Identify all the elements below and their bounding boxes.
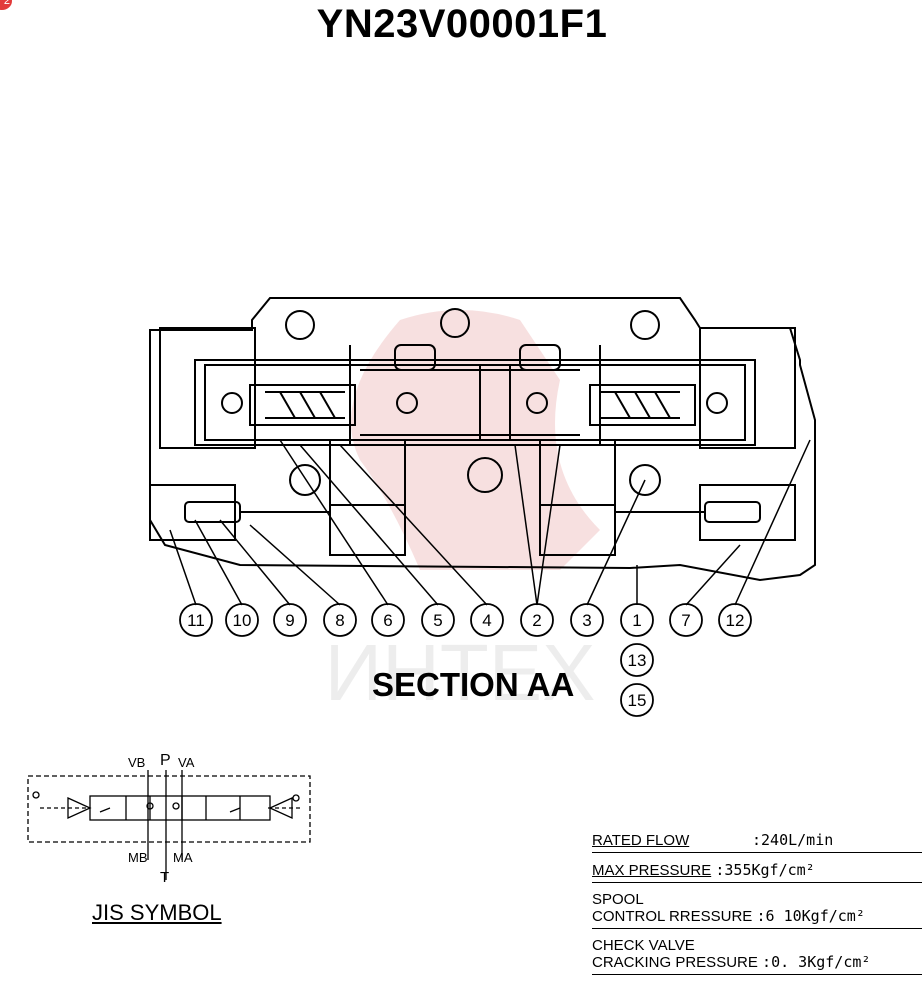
callout-3: 3 — [570, 603, 604, 637]
svg-text:4: 4 — [482, 611, 491, 630]
svg-text:15: 15 — [628, 691, 647, 710]
jis-port-p: P — [160, 752, 171, 769]
callout-7: 7 — [669, 603, 703, 637]
corner-badge: 2 — [0, 0, 12, 10]
svg-text:8: 8 — [335, 611, 344, 630]
callout-12: 12 — [718, 603, 752, 637]
spec-label: SPOOL — [592, 891, 644, 908]
callout-15: 15 — [620, 683, 654, 717]
spec-value: :0. 3Kgf/cm² — [762, 953, 871, 971]
callout-1: 1 — [620, 603, 654, 637]
spec-value: :6 10Kgf/cm² — [756, 907, 865, 925]
svg-text:11: 11 — [187, 611, 205, 630]
jis-port-vb: VB — [128, 755, 145, 770]
callout-11: 11 — [179, 603, 213, 637]
spec-max-pressure: MAX PRESSURE :355Kgf/cm² — [592, 858, 922, 883]
callout-4: 4 — [470, 603, 504, 637]
watermark-text: ИНТЕХ — [325, 628, 596, 717]
callout-6: 6 — [371, 603, 405, 637]
svg-text:10: 10 — [233, 611, 252, 630]
svg-text:1: 1 — [632, 611, 641, 630]
svg-text:3: 3 — [582, 611, 591, 630]
spec-table: RATED FLOW :240L/min MAX PRESSURE :355Kgf… — [592, 828, 922, 980]
page-title: YN23V00001F1 — [316, 2, 608, 46]
spec-label: CONTROL RRESSURE — [592, 908, 753, 925]
callout-8: 8 — [323, 603, 357, 637]
spec-spool-control-pressure: SPOOL CONTROL RRESSURE :6 10Kgf/cm² — [592, 888, 922, 929]
spec-value: :355Kgf/cm² — [715, 861, 815, 879]
callout-9: 9 — [273, 603, 307, 637]
valve-body — [149, 297, 816, 582]
spec-label: CRACKING PRESSURE — [592, 954, 758, 971]
svg-text:6: 6 — [383, 611, 392, 630]
spec-label: RATED FLOW — [592, 832, 690, 849]
callouts: 11 10 9 8 6 5 4 2 3 1 7 12 13 15 — [179, 603, 752, 717]
svg-text:12: 12 — [726, 611, 745, 630]
spec-check-valve-cracking-pressure: CHECK VALVE CRACKING PRESSURE :0. 3Kgf/c… — [592, 934, 922, 975]
jis-symbol: VB P VA MB MA T — [27, 752, 311, 886]
jis-port-va: VA — [178, 755, 195, 770]
spec-label: CHECK VALVE — [592, 937, 695, 954]
callout-10: 10 — [225, 603, 259, 637]
section-label: SECTION AA — [372, 666, 575, 703]
spec-rated-flow: RATED FLOW :240L/min — [592, 828, 922, 853]
spec-value: :240L/min — [752, 831, 834, 849]
svg-text:7: 7 — [681, 611, 690, 630]
leader-lines — [169, 439, 811, 606]
svg-text:2: 2 — [532, 611, 541, 630]
callout-2: 2 — [520, 603, 554, 637]
watermark: ИНТЕХ — [325, 310, 600, 717]
callout-13: 13 — [620, 643, 654, 677]
jis-symbol-label: JIS SYMBOL — [92, 900, 222, 925]
jis-port-t: T — [160, 869, 169, 886]
callout-5: 5 — [421, 603, 455, 637]
svg-text:5: 5 — [433, 611, 442, 630]
jis-port-ma: MA — [173, 850, 193, 865]
svg-text:13: 13 — [628, 651, 647, 670]
spec-label: MAX PRESSURE — [592, 862, 712, 879]
svg-text:9: 9 — [285, 611, 294, 630]
jis-port-mb: MB — [128, 850, 148, 865]
